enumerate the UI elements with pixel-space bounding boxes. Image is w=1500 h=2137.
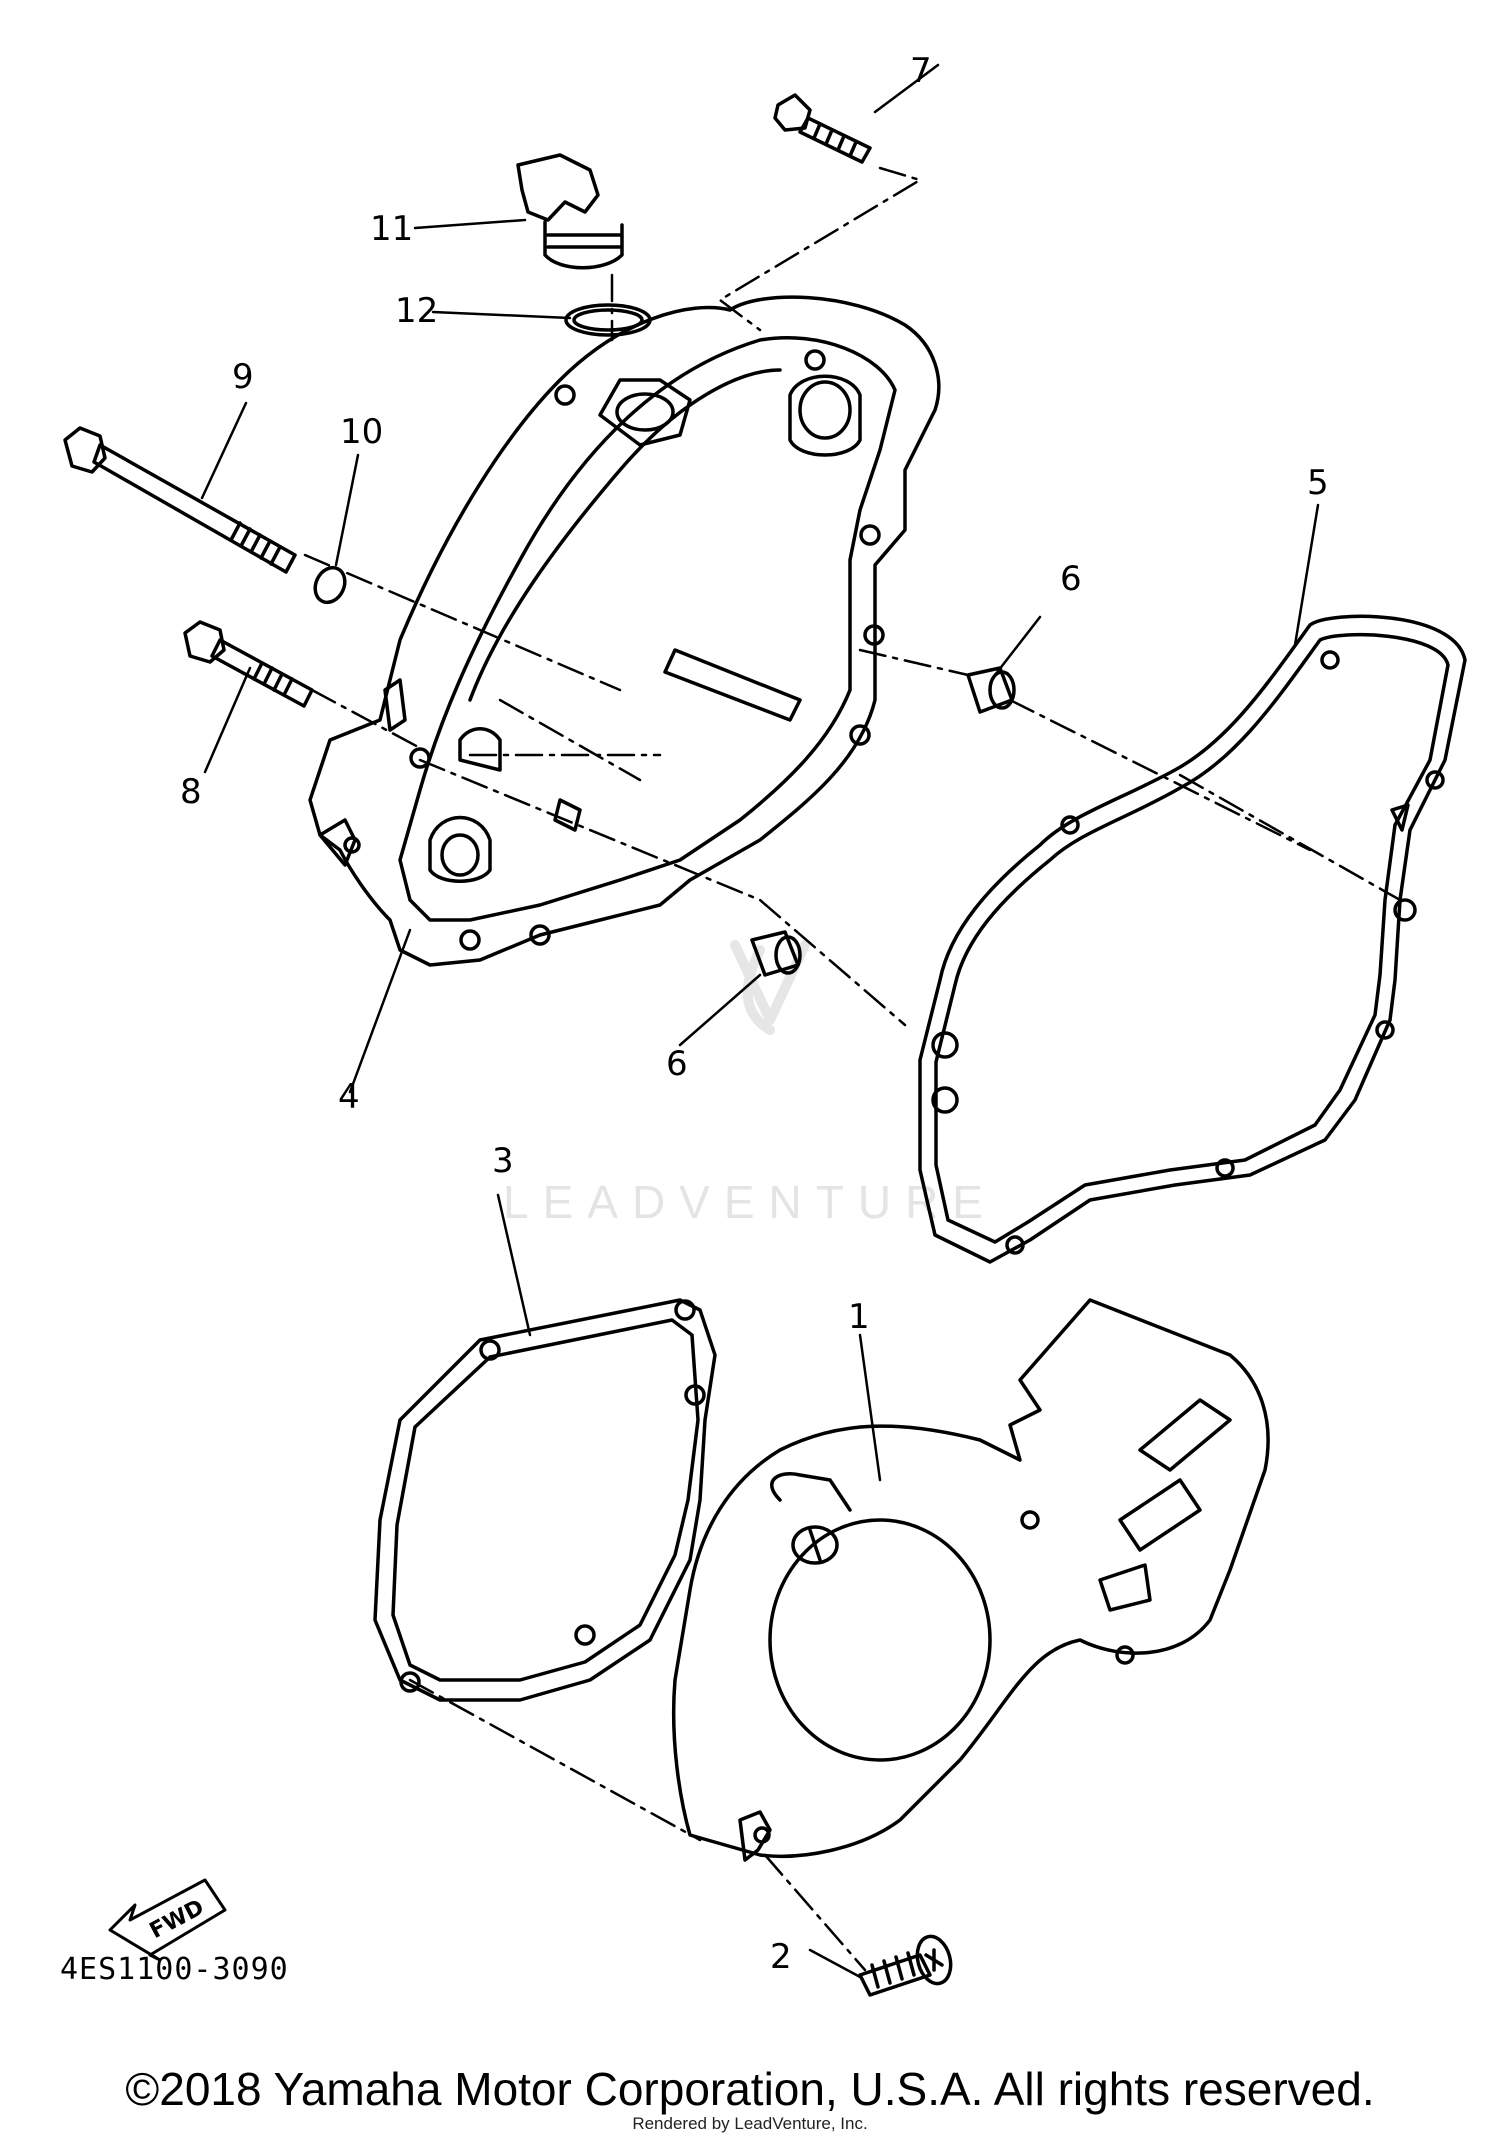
gasket-part-5 [918,614,1467,1264]
leader-lines [200,63,1320,1980]
leadventure-watermark: LEADVENTURE [503,1176,997,1228]
screw-part-2 [858,1934,953,1997]
callout-2: 2 [770,1937,792,1977]
dowel-pin-part-6-upper [966,666,1016,714]
oil-filler-plug-part-11 [516,153,624,270]
crankcase-cover-part-4 [308,295,941,967]
o-ring-part-12 [564,303,652,337]
cover-part-1 [671,1298,1270,1862]
gasket-part-3 [373,1298,717,1702]
copyright-notice: ©2018 Yamaha Motor Corporation, U.S.A. A… [125,2063,1375,2115]
callout-1: 1 [848,1297,870,1337]
washer-part-10 [313,565,347,605]
callout-6-upper: 6 [1060,559,1082,599]
bolt-part-7 [773,93,872,164]
fwd-arrow-icon [108,1878,227,1962]
rendered-by-note: Rendered by LeadVenture, Inc. [632,2114,868,2133]
bolt-part-8 [183,620,314,708]
callout-7: 7 [910,51,932,91]
long-bolt-part-9 [63,426,297,574]
callout-10: 10 [340,412,383,452]
callout-3: 3 [492,1141,514,1181]
callout-8: 8 [180,772,202,812]
callout-4: 4 [338,1077,360,1117]
diagram-code: 4ES1100-3090 [60,1952,289,1987]
callout-5: 5 [1307,463,1329,503]
callout-11: 11 [370,209,413,249]
dowel-pin-part-6-lower [750,930,802,977]
alignment-lines [303,166,1402,1972]
callout-9: 9 [232,357,254,397]
callout-12: 12 [395,291,438,331]
fwd-label: FWD [146,1895,209,1944]
callout-6-lower: 6 [666,1044,688,1084]
